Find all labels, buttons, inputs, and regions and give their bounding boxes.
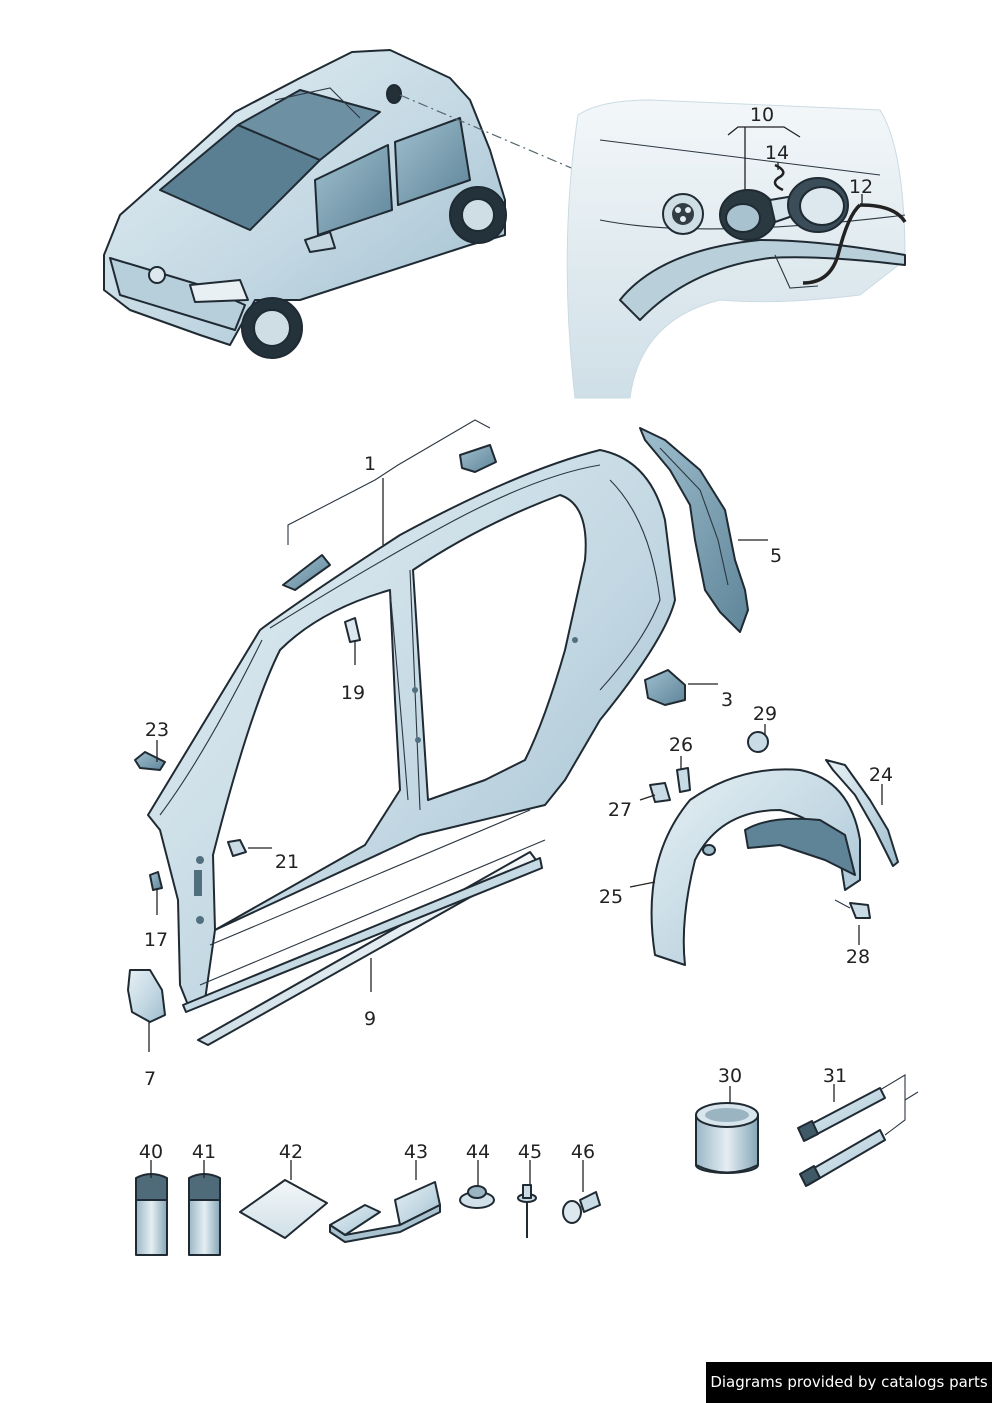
part-27-clip: [649, 782, 671, 803]
callout-29: 29: [753, 703, 777, 725]
callout-25: 25: [599, 886, 623, 908]
part-42-pouch: [239, 1179, 328, 1239]
callout-40: 40: [139, 1141, 163, 1163]
callout-1: 1: [364, 453, 376, 475]
part-31-touchup-pens: [797, 1074, 919, 1187]
callout-14: 14: [765, 142, 789, 164]
callout-10: 10: [750, 104, 774, 126]
callout-30: 30: [718, 1065, 742, 1087]
part-46-bolt: [562, 1191, 601, 1224]
side-panel-part-1: [147, 449, 676, 1011]
callout-26: 26: [669, 734, 693, 756]
part-19-clip: [344, 617, 361, 643]
bracket-leader-1: [287, 419, 491, 545]
part-5-reinforcement: [639, 427, 749, 633]
callout-7: 7: [144, 1068, 156, 1090]
callout-28: 28: [846, 946, 870, 968]
callout-45: 45: [518, 1141, 542, 1163]
screw-28-shank: [834, 899, 851, 909]
part-41-spray-can: [188, 1173, 221, 1256]
part-24-strip: [825, 759, 899, 867]
callout-41: 41: [192, 1141, 216, 1163]
wheel-housing-liner-part-25: [650, 768, 861, 966]
fuel-flap-inset: [566, 99, 907, 399]
callout-27: 27: [608, 799, 632, 821]
part-17-clip: [149, 871, 163, 891]
part-7-bracket: [127, 969, 166, 1023]
part-21-bolt: [227, 839, 247, 857]
part-29-nut: [747, 731, 769, 753]
car-illustration: [103, 49, 507, 359]
callout-43: 43: [404, 1141, 428, 1163]
callout-9: 9: [364, 1008, 376, 1030]
callout-17: 17: [144, 929, 168, 951]
callout-23: 23: [145, 719, 169, 741]
callout-24: 24: [869, 764, 893, 786]
callout-42: 42: [279, 1141, 303, 1163]
callout-44: 44: [466, 1141, 490, 1163]
part-44-nut: [459, 1185, 495, 1209]
credit-banner: Diagrams provided by catalogs parts: [706, 1362, 992, 1403]
part-26-clip: [676, 767, 691, 793]
roof-clip-upper: [459, 444, 497, 473]
leader-lines: [148, 126, 883, 1192]
part-43-strip: [329, 1181, 441, 1243]
callout-5: 5: [770, 545, 782, 567]
part-45-stud: [517, 1184, 537, 1238]
part-28-screw: [849, 902, 871, 919]
callout-3: 3: [721, 689, 733, 711]
part-23-clip: [134, 751, 166, 771]
callout-12: 12: [849, 176, 873, 198]
callout-21: 21: [275, 851, 299, 873]
callout-46: 46: [571, 1141, 595, 1163]
callout-labels: 1 3 5 7 9 10 12 14 17 19 21 23 24 25 26 …: [139, 104, 893, 1163]
callout-31: 31: [823, 1065, 847, 1087]
part-40-spray-can: [135, 1173, 168, 1256]
roof-clip-lower: [282, 554, 331, 591]
sill-lower-strip: [182, 857, 543, 1013]
part-3-bracket: [644, 669, 686, 706]
part-30-paint-tin: [695, 1102, 759, 1174]
callout-19: 19: [341, 682, 365, 704]
